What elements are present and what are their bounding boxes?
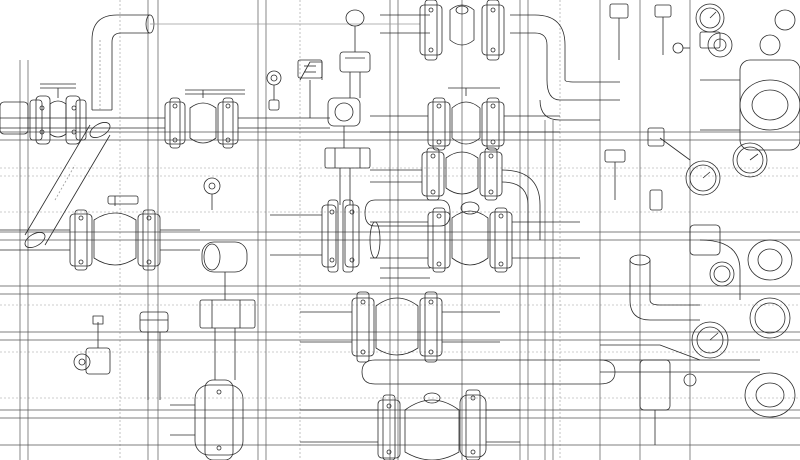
top-right-elbow-pipe	[535, 15, 620, 120]
gate-valve-row2-center-right	[370, 148, 540, 240]
instrument-right-bottom	[600, 345, 700, 445]
center-transmitter-assembly	[300, 10, 370, 205]
right-vertical-pipe-system	[630, 225, 792, 320]
pump-casing-right	[700, 33, 800, 150]
flange-pair-top-center	[420, 0, 504, 60]
gate-valve-center-lower	[300, 292, 500, 362]
diagonal-pipe-left	[22, 119, 112, 250]
pressure-gauge-right-lower	[600, 298, 795, 417]
gate-valve-bottom-center	[300, 390, 520, 460]
small-vertical-instruments-top-right	[605, 4, 690, 210]
top-left-elbow-pipe	[92, 15, 154, 110]
handwheel-left-mid	[204, 178, 220, 210]
flange-stack-center	[270, 200, 359, 272]
small-handwheel-valve	[267, 71, 281, 110]
level-instrument-top	[298, 60, 322, 78]
gate-valve-row3-center-right	[370, 202, 580, 272]
gate-valve-row1-center-left	[0, 90, 330, 148]
pressure-gauge-right-mid	[648, 128, 767, 195]
pressure-transmitter-center-left	[200, 242, 255, 380]
gate-valve-bottom-left	[170, 380, 243, 460]
horizontal-vessels-center	[362, 200, 615, 384]
instrument-flag-left	[140, 312, 168, 400]
gate-valve-row2-left	[0, 196, 200, 270]
top-horizontal-pipe	[150, 15, 535, 33]
gate-valve-left-top	[0, 84, 86, 144]
gate-valve-row1-center-right	[370, 88, 560, 150]
handwheel-valve-left-bottom	[74, 316, 110, 374]
pressure-gauge-top-right	[696, 4, 795, 55]
